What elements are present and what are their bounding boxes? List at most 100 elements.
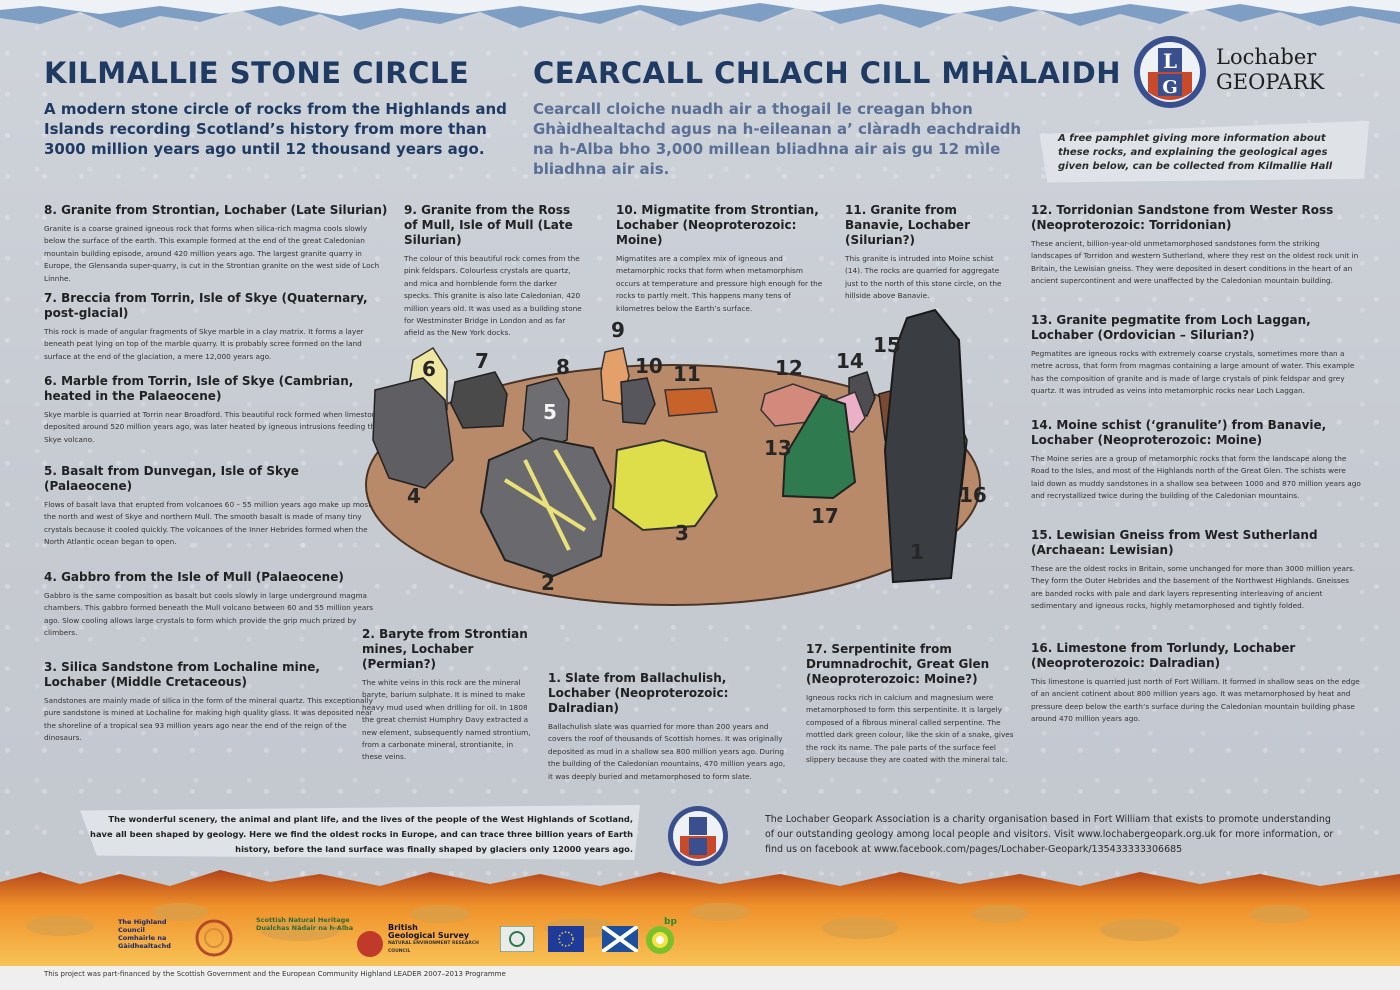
entry-title: 6. Marble from Torrin, Isle of Skye (Cam… <box>44 374 354 403</box>
bgs-label-1: British <box>388 923 418 932</box>
entry-title: 12. Torridonian Sandstone from Wester Ro… <box>1031 203 1334 232</box>
snh-logo: Scottish Natural Heritage Dualchas Nàdai… <box>256 916 366 932</box>
entry-title: 2. Baryte from Strontian mines, Lochaber… <box>362 627 528 671</box>
entry-title: 10. Migmatite from Strontian, Lochaber (… <box>616 203 819 247</box>
rock-3 <box>611 438 719 532</box>
pamphlet-text: A free pamphlet giving more information … <box>1058 133 1333 172</box>
diagram-number-5: 5 <box>543 400 557 424</box>
entry-4: 4. Gabbro from the Isle of Mull (Palaeoc… <box>44 570 384 640</box>
entry-title: 16. Limestone from Torlundy, Lochaber (N… <box>1031 641 1296 670</box>
association-text: The Lochaber Geopark Association is a ch… <box>765 814 1334 855</box>
highland-label-2: Council <box>118 926 145 934</box>
geopark-badge-icon <box>668 806 728 866</box>
diagram-number-6: 6 <box>422 357 436 381</box>
bottom-panel <box>80 805 640 860</box>
entry-6: 6. Marble from Torrin, Isle of Skye (Cam… <box>44 374 384 446</box>
entry-title: 5. Basalt from Dunvegan, Isle of Skye (P… <box>44 464 299 493</box>
rock-5 <box>522 377 570 451</box>
geology-intro-text: The wonderful scenery, the animal and pl… <box>90 814 633 854</box>
entry-body: This granite is intruded into Moine schi… <box>845 254 1002 301</box>
bp-helios-icon <box>646 926 674 954</box>
entry-body: Migmatites are a complex mix of igneous … <box>616 254 823 313</box>
snh-label-2: Dualchas Nàdair na h-Alba <box>256 924 354 932</box>
entry-17: 17. Serpentinite from Drumnadrochit, Gre… <box>806 642 1026 766</box>
entry-title: 9. Granite from the Ross of Mull, Isle o… <box>404 203 573 247</box>
title-gaelic: CEARCALL CHLACH CILL MHÀLAIDH <box>533 56 1122 90</box>
footer-strip <box>0 966 1400 990</box>
diagram-number-4: 4 <box>407 484 421 508</box>
logo-word-geopark: GEOPARK <box>1216 70 1325 94</box>
entry-7: 7. Breccia from Torrin, Isle of Skye (Qu… <box>44 291 384 363</box>
entry-body: These ancient, billion-year-old unmetamo… <box>1031 239 1359 286</box>
entry-title: 15. Lewisian Gneiss from West Sutherland… <box>1031 528 1318 557</box>
entry-2: 2. Baryte from Strontian mines, Lochaber… <box>362 627 534 764</box>
heritage-circle-logo-icon <box>195 919 233 957</box>
entry-8: 8. Granite from Strontian, Lochaber (Lat… <box>44 203 389 285</box>
rock-17 <box>781 394 857 500</box>
entry-body: Flows of basalt lava that erupted from v… <box>44 500 381 547</box>
entry-body: Igneous rocks rich in calcium and magnes… <box>806 693 1014 765</box>
bp-label: bp <box>664 917 677 927</box>
entry-title: 14. Moine schist (‘granulite’) from Bana… <box>1031 418 1327 447</box>
rock-10 <box>620 377 656 425</box>
diagram-number-12: 12 <box>775 356 803 380</box>
diagram-number-16: 16 <box>959 483 987 507</box>
highland-council-logo: The Highland Council Comhairle na Gàidhe… <box>118 918 198 950</box>
lava-band <box>0 870 1400 972</box>
entry-body: The white veins in this rock are the min… <box>362 678 531 762</box>
entry-title: 1. Slate from Ballachulish, Lochaber (Ne… <box>548 671 729 715</box>
entry-title: 17. Serpentinite from Drumnadrochit, Gre… <box>806 642 990 686</box>
entry-body: Pegmatites are igneous rocks with extrem… <box>1031 349 1355 396</box>
geopark-logo-icon: L G <box>1134 36 1206 108</box>
rock-1 <box>883 308 967 584</box>
diagram-number-10: 10 <box>635 354 663 378</box>
entry-title: 13. Granite pegmatite from Loch Laggan, … <box>1031 313 1311 342</box>
diagram-number-7: 7 <box>475 349 489 373</box>
entry-12: 12. Torridonian Sandstone from Wester Ro… <box>1031 203 1361 288</box>
entry-14: 14. Moine schist (‘granulite’) from Bana… <box>1031 418 1361 503</box>
entry-3: 3. Silica Sandstone from Lochaline mine,… <box>44 660 384 745</box>
snh-label-1: Scottish Natural Heritage <box>256 916 350 924</box>
entry-10: 10. Migmatite from Strontian, Lochaber (… <box>616 203 828 315</box>
bgs-label-3: NATURAL ENVIRONMENT RESEARCH COUNCIL <box>388 941 479 954</box>
diagram-number-2: 2 <box>541 571 555 595</box>
entry-body: Gabbro is the same composition as basalt… <box>44 591 374 638</box>
entry-9: 9. Granite from the Ross of Mull, Isle o… <box>404 203 582 340</box>
entry-title: 7. Breccia from Torrin, Isle of Skye (Qu… <box>44 291 368 320</box>
entry-body: This rock is made of angular fragments o… <box>44 327 364 361</box>
entry-title: 4. Gabbro from the Isle of Mull (Palaeoc… <box>44 570 344 584</box>
bgs-logo: British Geological Survey NATURAL ENVIRO… <box>388 924 498 956</box>
diagram-number-3: 3 <box>675 521 689 545</box>
diagram-number-8: 8 <box>556 355 570 379</box>
entry-15: 15. Lewisian Gneiss from West Sutherland… <box>1031 528 1361 613</box>
entry-13: 13. Granite pegmatite from Loch Laggan, … <box>1031 313 1361 398</box>
entry-title: 3. Silica Sandstone from Lochaline mine,… <box>44 660 320 689</box>
subtitle-gaelic: Cearcall cloiche nuadh air a thogail le … <box>533 100 1022 178</box>
logo-letter-top: L <box>1163 49 1177 73</box>
subtitle-english: A modern stone circle of rocks from the … <box>44 100 507 158</box>
entry-body: This limestone is quarried just north of… <box>1031 677 1360 724</box>
diagram-number-17: 17 <box>811 504 839 528</box>
entry-body: The Moine series are a group of metamorp… <box>1031 454 1361 501</box>
highland-label-1: The Highland <box>118 918 167 926</box>
entry-title: 11. Granite from Banavie, Lochaber (Silu… <box>845 203 970 247</box>
entry-body: Granite is a coarse grained igneous rock… <box>44 224 380 283</box>
stone-circle-illustration <box>365 308 981 606</box>
entry-16: 16. Limestone from Torlundy, Lochaber (N… <box>1031 641 1361 726</box>
eu-flag-icon <box>548 926 584 952</box>
title-english: KILMALLIE STONE CIRCLE <box>44 56 470 90</box>
funding-footer-text: This project was part-financed by the Sc… <box>44 970 506 978</box>
logo-letter-bottom: G <box>1162 77 1177 98</box>
entry-body: Ballachulish slate was quarried for more… <box>548 722 786 781</box>
highland-label-3: Comhairle na <box>118 934 167 942</box>
entry-title: 8. Granite from Strontian, Lochaber (Lat… <box>44 203 388 217</box>
entry-body: The colour of this beautiful rock comes … <box>404 254 582 338</box>
entry-body: These are the oldest rocks in Britain, s… <box>1031 564 1356 611</box>
bgs-label-2: Geological Survey <box>388 931 470 940</box>
entry-11: 11. Granite from Banavie, Lochaber (Silu… <box>845 203 1010 303</box>
diagram-number-1: 1 <box>910 540 924 564</box>
diagram-number-14: 14 <box>836 349 864 373</box>
rock-4 <box>372 377 454 489</box>
diagram-number-15: 15 <box>873 333 901 357</box>
bgs-badge-icon <box>357 931 383 957</box>
